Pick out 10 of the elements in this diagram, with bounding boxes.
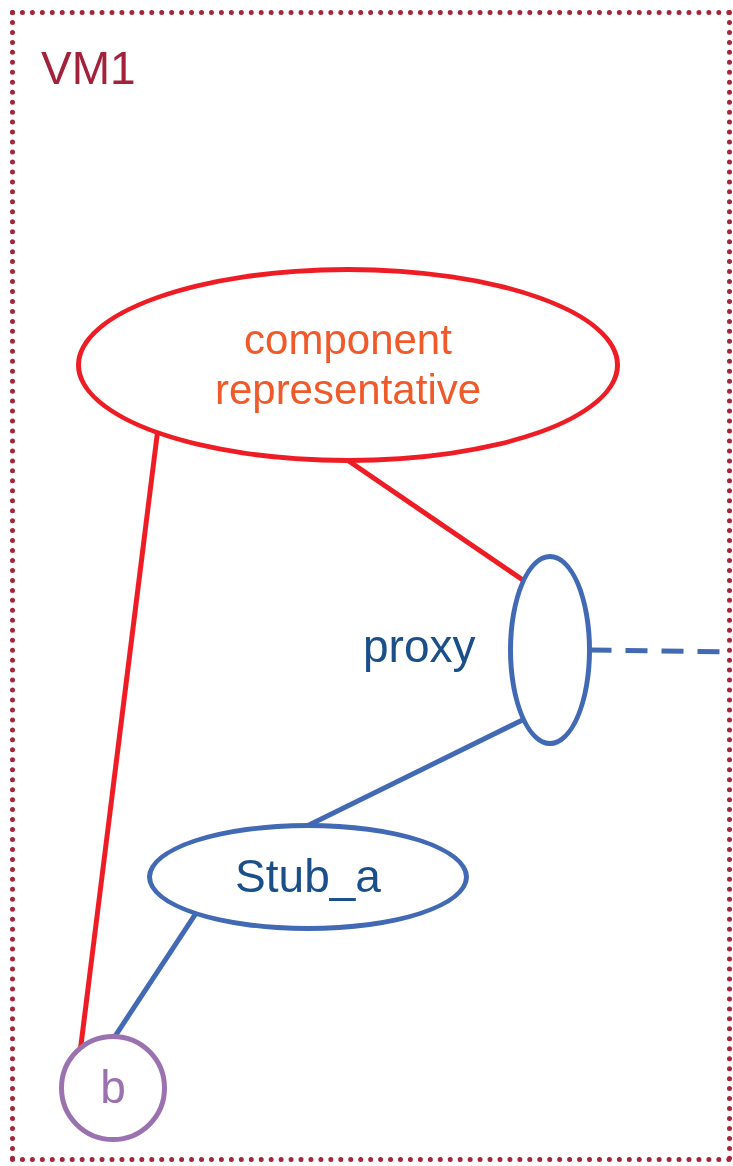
- ellipse-node: [147, 823, 469, 931]
- node-label: b: [100, 1060, 126, 1116]
- frame-title: VM1: [41, 41, 136, 95]
- circle-node: [59, 1034, 167, 1142]
- ellipse-node: [76, 267, 620, 463]
- dotted-frame: [10, 10, 732, 1162]
- node-label: Stub_a: [235, 849, 381, 905]
- node-label: proxy: [363, 619, 476, 673]
- node-label: component representative: [213, 314, 483, 415]
- connector-line: [78, 432, 160, 1049]
